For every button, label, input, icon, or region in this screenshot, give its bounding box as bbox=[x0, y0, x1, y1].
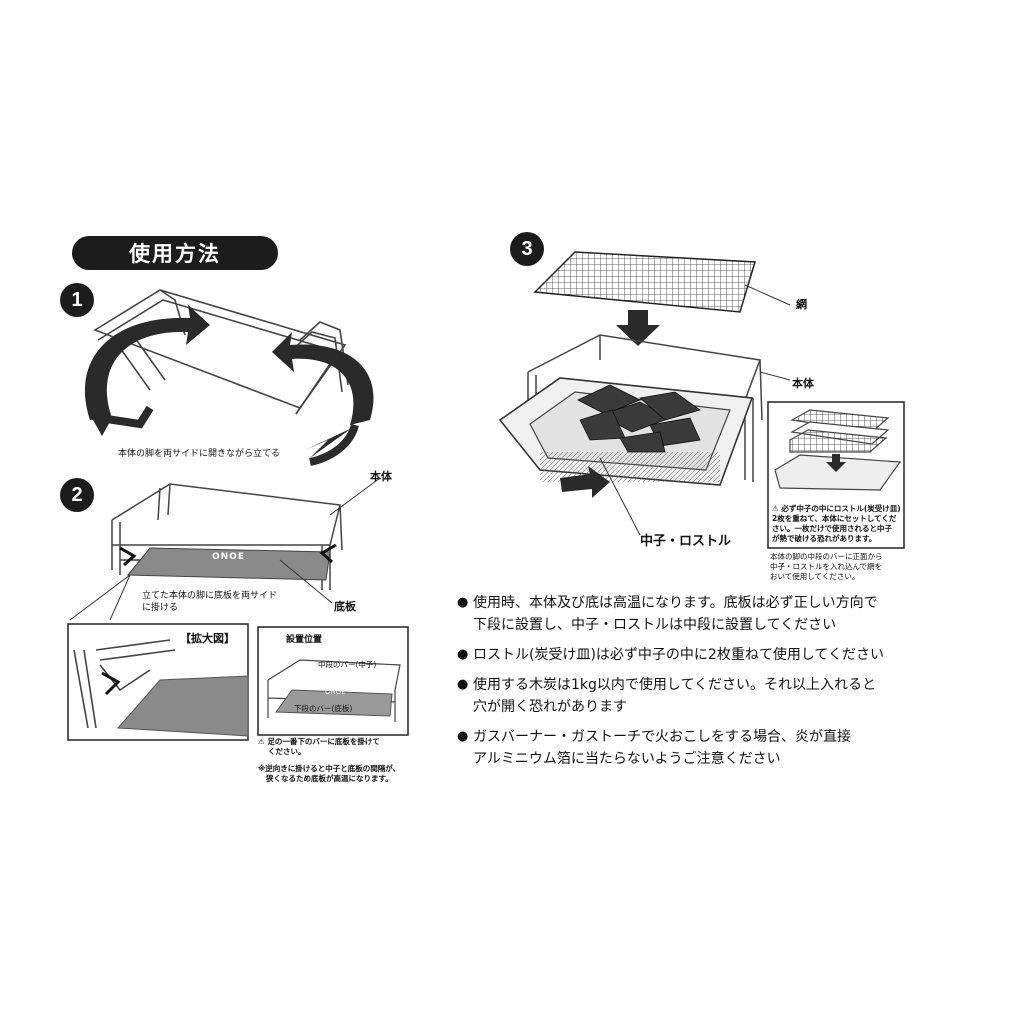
step-1-caption: 本体の脚を両サイドに開きながら立てる bbox=[118, 449, 281, 459]
bottom-plate bbox=[126, 547, 331, 581]
hook-arrow-icon bbox=[101, 671, 121, 696]
bullet-icon: ● bbox=[457, 647, 469, 662]
leader-line bbox=[279, 559, 333, 604]
label-bottom-plate: 底板 bbox=[334, 600, 356, 613]
position-plate bbox=[275, 689, 393, 717]
label-tray: 中子・ロストル bbox=[640, 534, 732, 549]
list-item: ● ロストル(炭受け皿)は必ず中子の中に2枚重ねて使用してください bbox=[457, 644, 967, 666]
caution-list: ● 使用時、本体及び底は高温になります。底板は必ず正しい方向で下段に設置し、中子… bbox=[457, 592, 967, 778]
step-3-badge: 3 bbox=[510, 232, 544, 266]
note-1: ⚠ 足の一番下のバーに底板を掛けて ください。 bbox=[258, 737, 380, 756]
push-arrow-icon bbox=[560, 466, 610, 498]
brand-logo: ONOE bbox=[212, 552, 245, 562]
rotate-arrow-icon bbox=[272, 332, 374, 466]
step-1-badge: 1 bbox=[60, 283, 94, 317]
list-item: ● 使用時、本体及び底は高温になります。底板は必ず正しい方向で下段に設置し、中子… bbox=[457, 592, 967, 636]
hook-arrow-icon bbox=[119, 546, 137, 567]
bullet-icon: ● bbox=[457, 677, 469, 692]
brand-logo: ONOE bbox=[325, 688, 346, 696]
step-3-note: 本体の脚の中段のバーに正面から 中子・ロストルを入れ込んで網を おいて使用してく… bbox=[770, 552, 883, 581]
down-arrow-icon bbox=[616, 310, 660, 346]
rotate-arrow-icon bbox=[84, 305, 210, 436]
step1-frame-illustration bbox=[93, 289, 349, 415]
note-2: ※逆向きに掛けると中子と底板の間隔が、 狭くなるため底板が高温になります。 bbox=[258, 764, 401, 783]
bullet-icon: ● bbox=[457, 595, 469, 610]
step-2-caption: 立てた本体の脚に底板を両サイド に掛ける bbox=[142, 591, 278, 613]
list-item: ● 使用する木炭は1kg以内で使用してください。それ以上入れると穴が開く恐れがあ… bbox=[457, 674, 967, 718]
zoom-detail bbox=[73, 639, 176, 729]
label-net: 網 bbox=[796, 298, 807, 311]
hook-arrow-icon bbox=[319, 543, 337, 564]
zoom-title: 【拡大図】 bbox=[180, 632, 235, 645]
leader-line bbox=[329, 477, 381, 516]
leader-line bbox=[744, 284, 791, 306]
step-2-badge: 2 bbox=[60, 478, 94, 512]
position-title: 設置位置 bbox=[286, 635, 323, 645]
label-body: 本体 bbox=[370, 470, 392, 483]
bullet-icon: ● bbox=[457, 729, 469, 744]
down-arrow-icon bbox=[826, 454, 846, 472]
charcoal-pieces bbox=[577, 384, 701, 453]
position-box bbox=[257, 626, 409, 736]
stacked-trays bbox=[774, 409, 902, 491]
leader-line bbox=[759, 371, 791, 381]
page-title: 使用方法 bbox=[72, 236, 278, 270]
grill-net bbox=[533, 251, 756, 313]
label-body-3: 本体 bbox=[792, 377, 814, 390]
warning-text: ⚠ 必ず中子の中にロストル(炭受け皿) 2枚を重ねて、本体にセットしてくだ さい… bbox=[772, 504, 901, 543]
leader-line bbox=[599, 457, 641, 536]
low-bar-label: 下段のバー(底板) bbox=[294, 704, 353, 713]
zoom-plate bbox=[116, 675, 249, 737]
list-item: ● ガスバーナー・ガストーチで火おこしをする場合、炎が直接アルミニウム箔に当たら… bbox=[457, 726, 967, 770]
mid-bar-label: 中段のバー(中子) bbox=[318, 660, 377, 669]
zoom-pointer bbox=[69, 574, 131, 621]
